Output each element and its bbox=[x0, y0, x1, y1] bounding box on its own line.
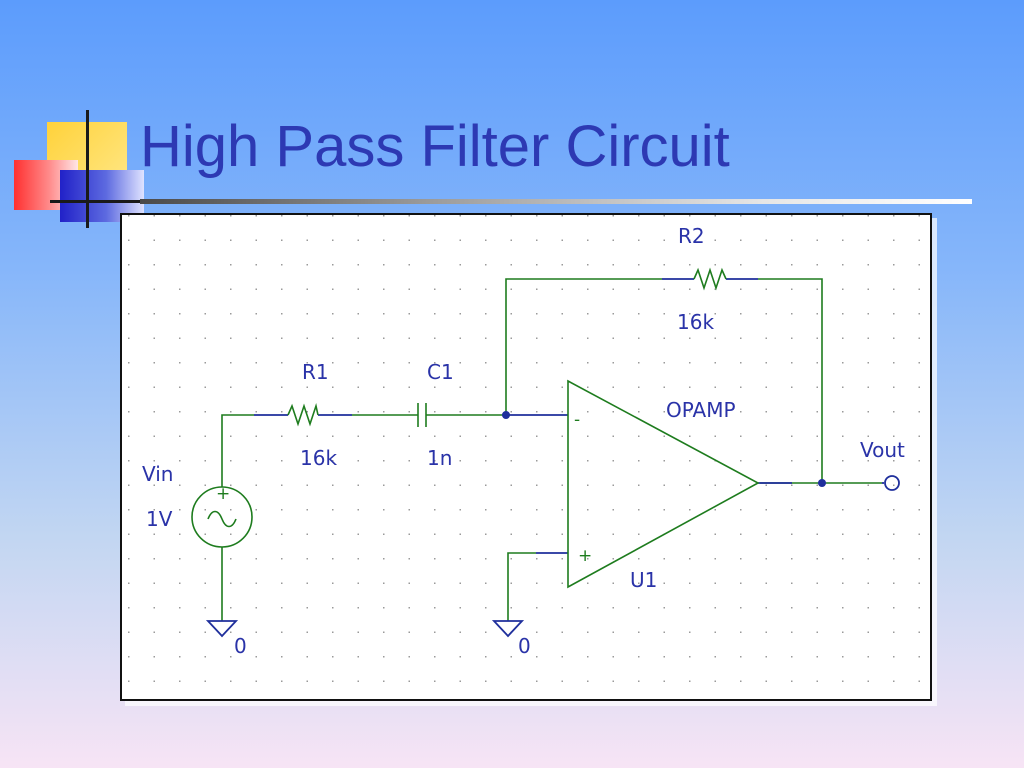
ground-label-opamp: 0 bbox=[518, 634, 531, 658]
r2-ref-label: R2 bbox=[678, 224, 705, 248]
wire-feedback-left bbox=[505, 278, 662, 415]
r1-value-label: 16k bbox=[300, 446, 337, 470]
c1-ref-label: C1 bbox=[427, 360, 454, 384]
output-terminal-icon bbox=[884, 475, 900, 491]
wire-feedback-right bbox=[758, 278, 823, 483]
c1-value-label: 1n bbox=[427, 446, 452, 470]
wire-vin-to-r1 bbox=[221, 414, 254, 483]
vin-ref-label: Vin bbox=[142, 462, 173, 486]
logo-crosshair-vertical bbox=[86, 110, 89, 228]
ground-label-vin: 0 bbox=[234, 634, 247, 658]
pin-stubs bbox=[254, 278, 884, 554]
r2-value-label: 16k bbox=[677, 310, 714, 334]
logo-crosshair-horizontal bbox=[50, 200, 140, 203]
wire-plus-to-ground bbox=[507, 552, 536, 621]
schematic-panel: + - + R1 16k C1 1n R2 16k OPAMP U1 Vin 1… bbox=[120, 213, 932, 701]
junction-node-output bbox=[818, 479, 826, 487]
opamp-triangle bbox=[567, 379, 760, 589]
capacitor-c1 bbox=[417, 403, 444, 427]
circuit-wires bbox=[221, 278, 882, 621]
resistor-r2 bbox=[693, 267, 727, 291]
ac-sine-icon bbox=[207, 510, 237, 528]
vin-value-label: 1V bbox=[146, 507, 173, 531]
ground-symbol-opamp bbox=[491, 620, 525, 638]
opamp-u1: - + bbox=[567, 379, 760, 589]
vout-label: Vout bbox=[860, 438, 905, 462]
voltage-source-vin: + bbox=[191, 483, 253, 549]
opamp-inverting-sign: - bbox=[574, 410, 580, 430]
schematic-drawing: + - + R1 16k C1 1n R2 16k OPAMP U1 Vin 1… bbox=[122, 215, 930, 699]
resistor-r1 bbox=[287, 403, 319, 427]
source-polarity: + bbox=[216, 484, 230, 504]
opamp-type-label: OPAMP bbox=[666, 398, 736, 422]
junction-node-inverting bbox=[502, 411, 510, 419]
opamp-ref-label: U1 bbox=[630, 568, 657, 592]
title-underline bbox=[140, 199, 972, 204]
slide-title: High Pass Filter Circuit bbox=[140, 114, 730, 179]
r1-ref-label: R1 bbox=[302, 360, 329, 384]
grid-dots bbox=[122, 215, 930, 699]
opamp-noninverting-sign: + bbox=[578, 546, 592, 566]
ground-symbol-vin bbox=[205, 620, 239, 638]
